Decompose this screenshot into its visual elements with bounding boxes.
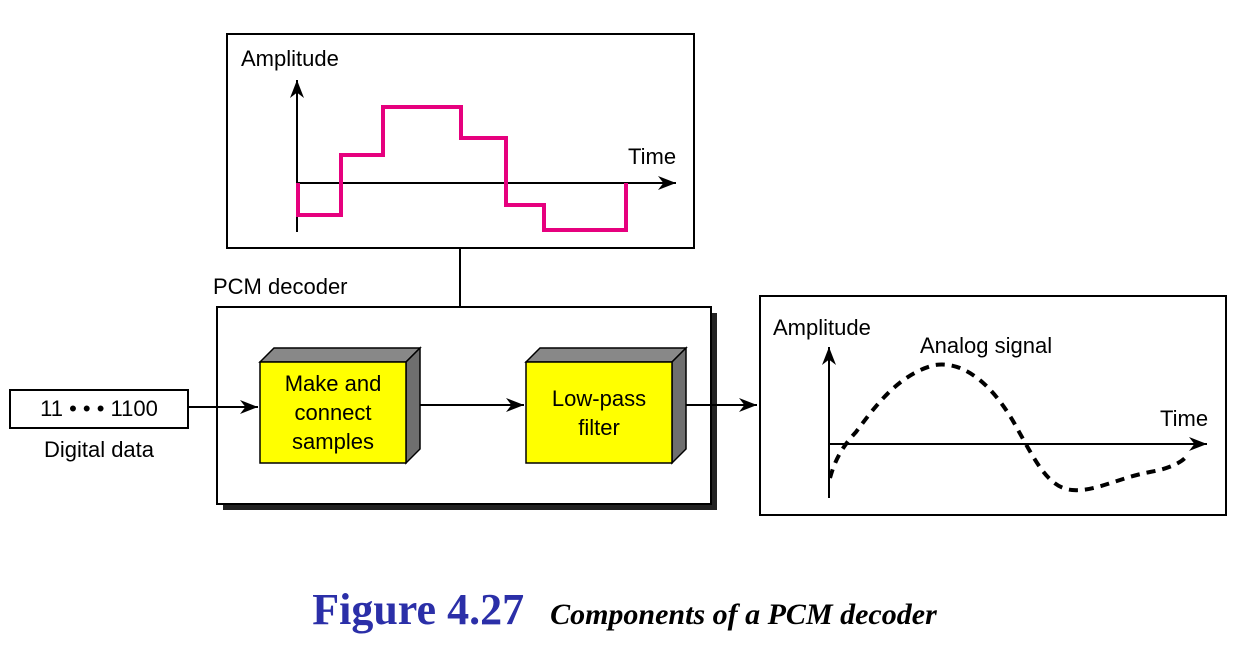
filter-block-line-2: filter xyxy=(578,415,620,440)
analog-time-label: Time xyxy=(1160,406,1208,431)
sample-block-line-1: Make and xyxy=(285,371,382,396)
analog-amplitude-label: Amplitude xyxy=(773,315,871,340)
sample-block-line-3: samples xyxy=(292,429,374,454)
staircase-time-label: Time xyxy=(628,144,676,169)
staircase-amplitude-label: Amplitude xyxy=(241,46,339,71)
figure-title: Components of a PCM decoder xyxy=(550,598,937,631)
digital-data-caption: Digital data xyxy=(44,437,155,462)
filter-block-side-face xyxy=(671,346,687,465)
sample-block-side-face xyxy=(405,346,421,465)
pcm-decoder-label: PCM decoder xyxy=(213,274,348,299)
digital-data-box xyxy=(9,389,189,429)
low-pass-filter-block: Low-pass filter xyxy=(524,346,688,465)
sample-block-front-face xyxy=(259,361,407,464)
staircase-panel-frame xyxy=(226,33,695,249)
sample-block-top-face xyxy=(258,347,422,363)
analog-panel-frame xyxy=(759,295,1227,516)
staircase-panel: Amplitude Time xyxy=(226,33,695,249)
make-connect-samples-block: Make and connect samples xyxy=(258,346,422,465)
sample-block-line-2: connect xyxy=(294,400,371,425)
analog-output-panel: Amplitude Analog signal Time xyxy=(759,295,1227,516)
figure-number: Figure 4.27 xyxy=(312,585,525,634)
digital-data-bits: 11 • • • 1100 xyxy=(40,396,158,421)
filter-block-line-1: Low-pass xyxy=(552,386,646,411)
figure-caption: Figure 4.27 Components of a PCM decoder xyxy=(0,584,1249,635)
staircase-signal xyxy=(296,105,628,232)
analog-signal-label: Analog signal xyxy=(920,333,1052,358)
filter-block-top-face xyxy=(524,347,688,363)
filter-block-front-face xyxy=(525,361,673,464)
